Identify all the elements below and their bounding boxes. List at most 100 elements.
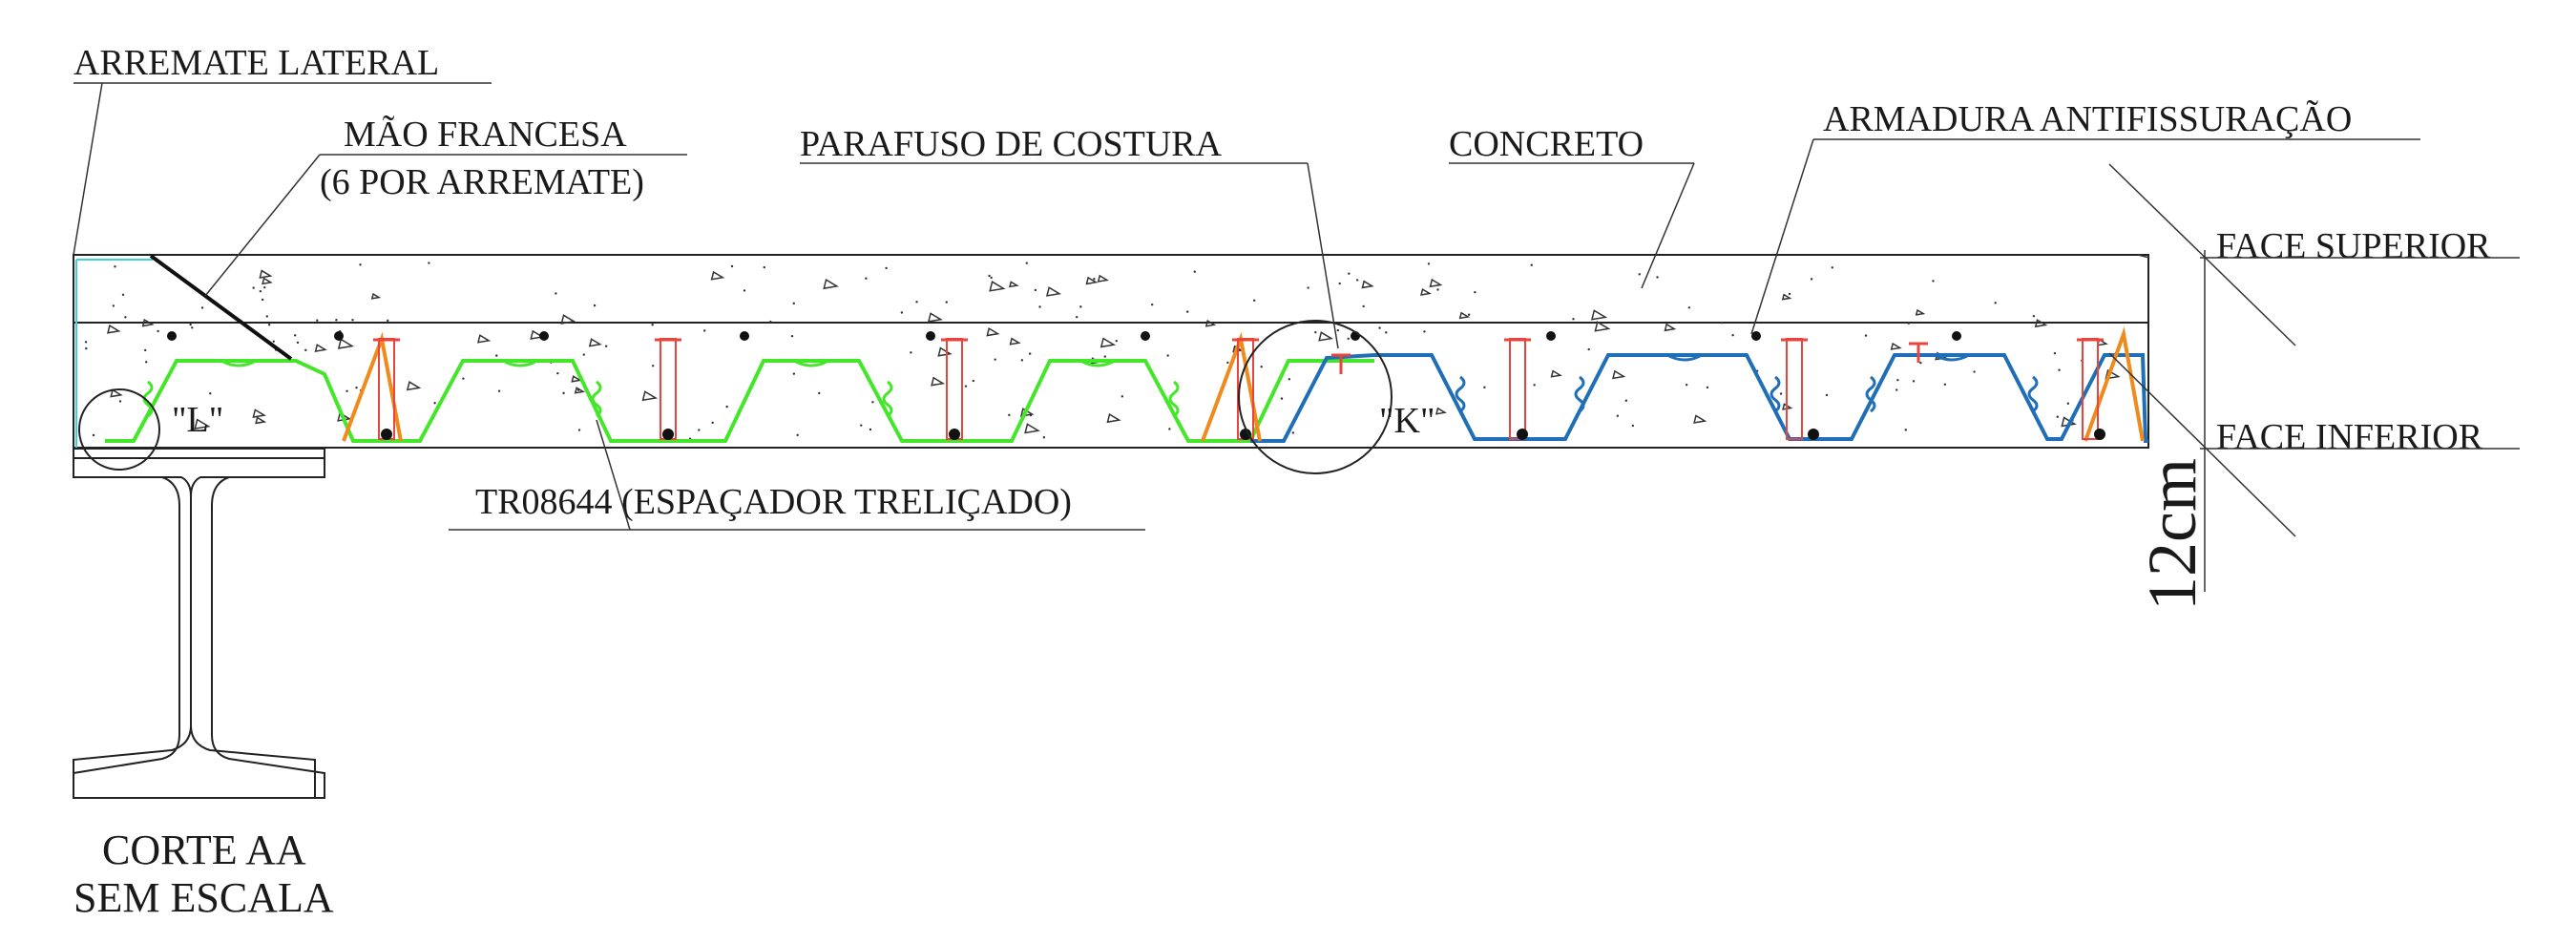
sand-dot — [1385, 331, 1388, 334]
aggregate-icon — [560, 314, 576, 325]
rebar-top — [334, 331, 344, 341]
sand-dot — [1042, 436, 1046, 439]
sand-dot — [743, 289, 746, 292]
sand-dot — [1362, 304, 1365, 308]
sand-dot — [796, 433, 799, 437]
sand-dot — [1631, 424, 1635, 428]
aggregate-icon — [2105, 368, 2121, 380]
sand-dot — [1338, 282, 1341, 285]
sand-dot — [556, 371, 559, 375]
aggregate-icon — [1009, 337, 1021, 346]
sand-dot — [1288, 378, 1291, 381]
sand-dot — [200, 306, 204, 309]
aggregate-icon — [1106, 412, 1121, 424]
sand-dot — [428, 262, 430, 264]
sand-dot — [2066, 402, 2070, 405]
flange-notch — [1666, 353, 1703, 362]
sand-dot — [267, 324, 271, 326]
sand-dot — [1020, 359, 1024, 362]
aggregate-icon — [823, 278, 839, 290]
aggregate-icon — [1915, 308, 1926, 316]
sand-dot — [1656, 276, 1659, 279]
rebar-top — [1751, 331, 1761, 341]
leader-parafuso — [1307, 162, 1339, 349]
label-corte: CORTE AA — [102, 827, 306, 873]
sand-dot — [1831, 266, 1834, 269]
label-face-superior: FACE SUPERIOR — [2216, 226, 2491, 266]
sand-dot — [1150, 303, 1154, 306]
sand-dot — [121, 293, 125, 296]
sand-dot — [497, 389, 501, 392]
detail-label-l: "L" — [172, 400, 223, 440]
rebar-bottom — [1808, 429, 1819, 440]
rebar-top — [1546, 331, 1556, 341]
aggregate-icon — [1420, 287, 1432, 296]
rebar-bottom — [662, 429, 674, 440]
sand-dot — [1687, 306, 1691, 309]
aggregate-icon — [986, 326, 1000, 337]
aggregate-icon — [1024, 423, 1040, 434]
detail-label-k: "K" — [1379, 401, 1435, 441]
aggregate-icon — [1594, 321, 1611, 332]
sand-dot — [1943, 383, 1947, 387]
sand-dot — [1028, 352, 1032, 355]
flange-notch — [220, 359, 257, 367]
aggregate-icon — [927, 312, 943, 323]
sand-dot — [1895, 388, 1898, 391]
detail-circle-k — [1238, 320, 1393, 474]
sand-dot — [1079, 305, 1082, 308]
label-parafuso: PARAFUSO DE COSTURA — [800, 124, 1223, 164]
flange-notch — [1079, 359, 1116, 367]
aggregate-icon — [1085, 276, 1099, 285]
aggregate-icon — [1435, 407, 1448, 415]
sand-dot — [769, 320, 772, 324]
stitch-screw — [1786, 338, 1803, 440]
sand-dot — [124, 316, 127, 319]
sand-dot — [1307, 286, 1309, 289]
sand-dot — [355, 386, 358, 389]
sand-dot — [900, 311, 904, 314]
sand-dot — [1427, 262, 1431, 265]
sand-dot — [1253, 299, 1256, 303]
sand-dot — [1572, 317, 1575, 321]
rebar-top — [539, 331, 549, 341]
sand-dot — [698, 429, 701, 431]
sand-dot — [1226, 361, 1229, 365]
aggregate-icon — [1693, 414, 1707, 424]
sand-dot — [945, 301, 948, 304]
sand-dot — [1093, 278, 1096, 281]
sand-dot — [144, 361, 148, 364]
aggregate-icon — [588, 338, 602, 347]
sand-dot — [495, 354, 498, 357]
aggregate-icon — [110, 388, 123, 398]
leader-concreto — [1641, 162, 1695, 289]
concrete-slab — [73, 254, 2150, 449]
aggregate-icon — [931, 376, 946, 387]
aggregate-icon — [937, 346, 953, 357]
sand-dot — [1912, 380, 1916, 383]
label-arremate-lateral: ARREMATE LATERAL — [73, 43, 439, 83]
sand-dot — [1731, 334, 1734, 337]
sand-dot — [304, 348, 307, 352]
sand-dot — [2032, 314, 2036, 318]
truss-spacer — [342, 331, 403, 442]
aggregate-icon — [710, 270, 725, 281]
sand-dot — [261, 298, 264, 302]
sand-dot — [1788, 292, 1791, 296]
sand-dot — [84, 341, 88, 344]
aggregate-icon — [1781, 293, 1792, 301]
sand-dot — [1904, 429, 1907, 431]
sand-dot — [1483, 386, 1486, 389]
sand-dot — [1348, 272, 1351, 275]
sand-dot — [885, 266, 888, 270]
sand-dot — [252, 286, 255, 289]
sand-dot — [869, 428, 872, 431]
aggregate-icon — [314, 344, 327, 352]
sand-dot — [1587, 347, 1590, 351]
sand-dot — [1314, 330, 1317, 334]
aggregate-icon — [1100, 337, 1117, 348]
sand-dot — [792, 372, 796, 375]
aggregate-icon — [194, 418, 211, 430]
sand-dot — [1166, 354, 1169, 357]
